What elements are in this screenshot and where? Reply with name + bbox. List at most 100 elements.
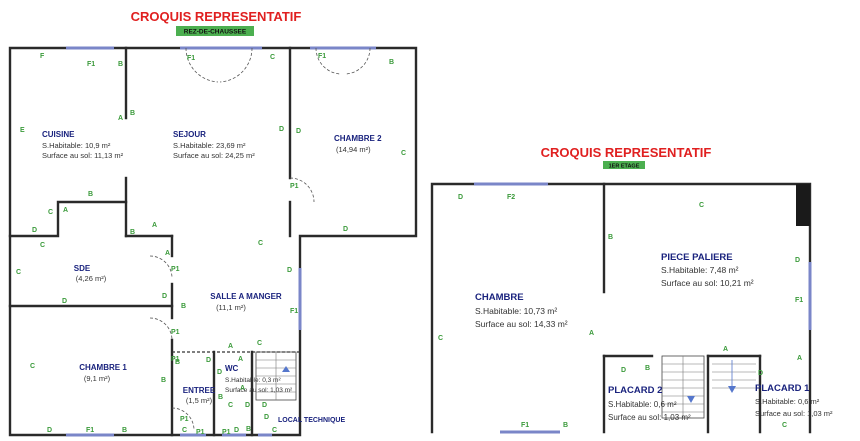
wall-marker: D <box>262 402 267 409</box>
wall-marker: C <box>182 427 187 434</box>
room-local-technique: LOCAL TECHNIQUE <box>278 417 345 424</box>
room-placard-1: PLACARD 1 S.Habitable: 0,6 m² Surface au… <box>755 383 833 418</box>
wall-marker: D <box>32 227 37 234</box>
wall-marker: A <box>723 346 728 353</box>
wall-marker: D <box>234 427 239 434</box>
ground-floor-badge <box>176 26 254 36</box>
wall-marker: B <box>130 110 135 117</box>
svg-text:S.Habitable: 0,6 m²: S.Habitable: 0,6 m² <box>608 400 677 409</box>
window-marker: F1 <box>795 297 803 304</box>
wall-marker: D <box>279 126 284 133</box>
door-marker: P1 <box>290 183 299 190</box>
svg-text:CUISINE: CUISINE <box>42 130 75 139</box>
window-marker: F2 <box>507 194 515 201</box>
wall-marker: D <box>621 367 626 374</box>
room-chambre: CHAMBRE S.Habitable: 10,73 m² Surface au… <box>475 292 568 329</box>
chimney-block <box>796 184 810 226</box>
wall-marker: B <box>181 303 186 310</box>
wall-marker: A <box>797 355 802 362</box>
wall-marker: C <box>16 269 21 276</box>
room-piece-paliere: PIECE PALIERE S.Habitable: 7,48 m² Surfa… <box>661 252 754 288</box>
svg-text:S.Habitable: 10,73 m²: S.Habitable: 10,73 m² <box>475 306 557 316</box>
svg-text:CHAMBRE 2: CHAMBRE 2 <box>334 134 382 143</box>
wall-marker: B <box>130 229 135 236</box>
wall-marker: D <box>217 369 222 376</box>
wall-marker: D <box>62 298 67 305</box>
first-floor-plan: CROQUIS REPRESENTATIF 1ER ETAGE <box>430 145 833 434</box>
room-sde: SDE (4,26 m²) <box>74 264 107 283</box>
svg-text:CHAMBRE 1: CHAMBRE 1 <box>79 363 127 372</box>
svg-text:WC: WC <box>225 364 239 373</box>
wall-marker: A <box>165 250 170 257</box>
wall-marker: D <box>162 293 167 300</box>
ground-floor-windows <box>66 46 376 437</box>
wall-marker: D <box>206 357 211 364</box>
svg-text:Surface au sol: 1,03 m²: Surface au sol: 1,03 m² <box>755 409 833 418</box>
svg-text:S.Habitable: 0,3 m²: S.Habitable: 0,3 m² <box>225 377 281 384</box>
room-chambre-1: CHAMBRE 1 (9,1 m²) <box>79 363 127 383</box>
window-marker: F1 <box>290 308 298 315</box>
wall-marker: B <box>608 234 613 241</box>
svg-text:(9,1 m²): (9,1 m²) <box>84 374 111 383</box>
wall-marker: C <box>401 150 406 157</box>
wall-marker: D <box>245 402 250 409</box>
svg-text:SEJOUR: SEJOUR <box>173 130 206 139</box>
wall-marker: B <box>246 426 251 433</box>
ground-floor-markers: F F1 B F1 C F1 B E A B D C B P1 D A A D … <box>16 53 406 436</box>
svg-text:(14,94 m²): (14,94 m²) <box>336 145 371 154</box>
room-sejour: SEJOUR S.Habitable: 23,69 m² Surface au … <box>173 130 255 160</box>
svg-text:(1,5 m²): (1,5 m²) <box>186 396 213 405</box>
wall-marker: B <box>389 59 394 66</box>
svg-text:Surface au sol: 1,03 m²: Surface au sol: 1,03 m² <box>608 413 691 422</box>
svg-text:S.Habitable: 0,6 m²: S.Habitable: 0,6 m² <box>755 397 820 406</box>
room-entree: ENTREE (1,5 m²) <box>183 386 216 405</box>
wall-marker: B <box>122 427 127 434</box>
wall-marker: E <box>20 127 25 134</box>
wall-marker: A <box>63 207 68 214</box>
first-floor-stairs <box>661 355 756 419</box>
svg-text:PLACARD 1: PLACARD 1 <box>755 383 810 394</box>
wall-marker: C <box>48 209 53 216</box>
wall-marker: B <box>161 377 166 384</box>
door-marker: P1 <box>180 416 189 423</box>
wall-marker: D <box>343 226 348 233</box>
first-floor-windows <box>474 182 812 434</box>
wall-marker: D <box>795 257 800 264</box>
wall-marker: A <box>240 385 245 392</box>
door-marker: P1 <box>222 429 231 436</box>
svg-text:PIECE PALIERE: PIECE PALIERE <box>661 252 733 263</box>
room-cuisine: CUISINE S.Habitable: 10,9 m² Surface au … <box>42 130 124 160</box>
door-marker: P1 <box>171 266 180 273</box>
svg-text:Surface au sol: 11,13 m²: Surface au sol: 11,13 m² <box>42 151 124 160</box>
wall-marker: F <box>40 53 45 60</box>
window-marker: F1 <box>521 422 529 429</box>
window-marker: F1 <box>87 61 95 68</box>
svg-text:SDE: SDE <box>74 264 91 273</box>
door-marker: P1 <box>196 429 205 436</box>
wall-marker: D <box>458 194 463 201</box>
wall-marker: B <box>645 365 650 372</box>
svg-text:ENTREE: ENTREE <box>183 386 216 395</box>
ground-floor-doors <box>149 47 371 431</box>
first-floor-markers: D F2 C B D F1 C A D A B A D F1 B C <box>438 194 803 429</box>
svg-text:SALLE A MANGER: SALLE A MANGER <box>210 292 282 301</box>
svg-text:Surface au sol: 10,21 m²: Surface au sol: 10,21 m² <box>661 278 754 288</box>
svg-text:Surface au sol: 24,25 m²: Surface au sol: 24,25 m² <box>173 151 255 160</box>
wall-marker: A <box>589 330 594 337</box>
wall-marker: A <box>152 222 157 229</box>
ground-floor-stairs <box>255 351 297 401</box>
svg-text:CHAMBRE: CHAMBRE <box>475 292 524 303</box>
svg-text:Surface au sol: 14,33 m²: Surface au sol: 14,33 m² <box>475 319 568 329</box>
wall-marker: D <box>47 427 52 434</box>
wall-marker: C <box>699 202 704 209</box>
room-salle-a-manger: SALLE A MANGER (11,1 m²) <box>210 292 282 312</box>
wall-marker: B <box>118 61 123 68</box>
first-floor-badge <box>603 161 645 169</box>
svg-text:S.Habitable: 7,48 m²: S.Habitable: 7,48 m² <box>661 265 739 275</box>
ground-floor-title: CROQUIS REPRESENTATIF <box>131 9 302 24</box>
wall-marker: C <box>40 242 45 249</box>
wall-marker: C <box>228 402 233 409</box>
wall-marker: D <box>264 414 269 421</box>
wall-marker: B <box>218 394 223 401</box>
